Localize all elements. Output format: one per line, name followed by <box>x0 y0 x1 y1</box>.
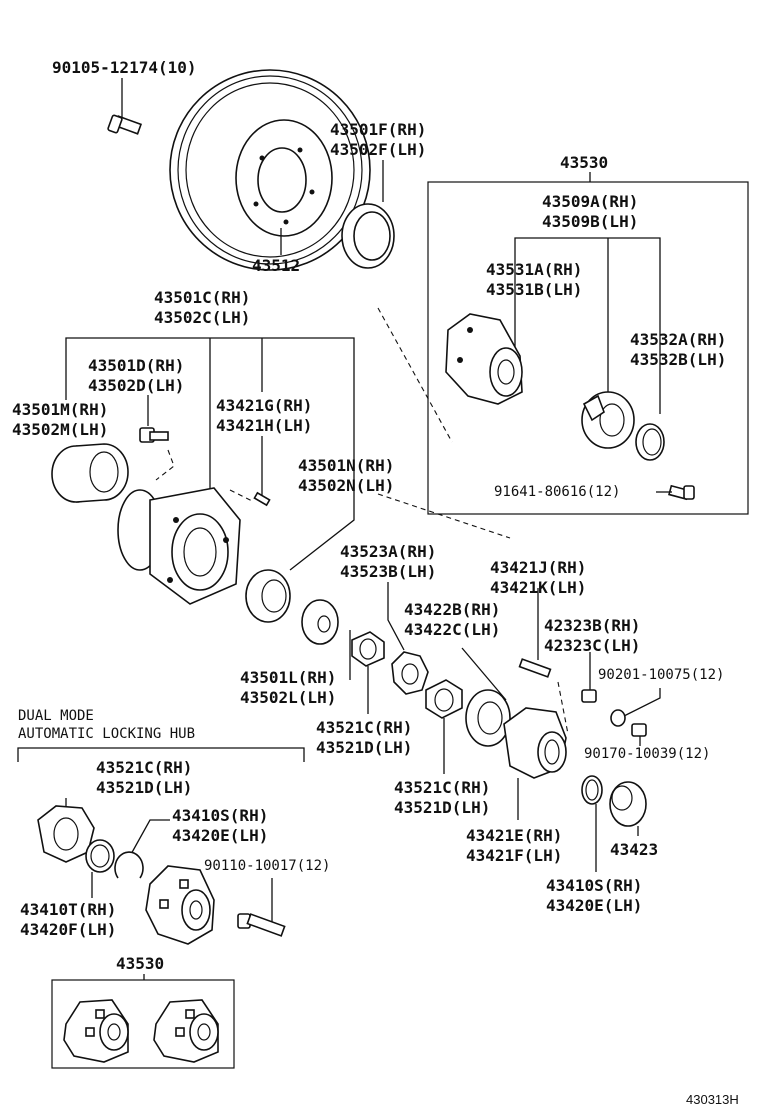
label-alh-bolt: 90110-10017(12) <box>204 858 331 874</box>
label-bearing-n-rh: 43501N(RH) <box>298 456 395 475</box>
label-hub-d-rh: 43501D(RH) <box>88 356 185 375</box>
label-stud-k-lh: 43421K(LH) <box>490 578 587 597</box>
label-washer-b-lh: 43523B(LH) <box>340 562 437 581</box>
label-hub-set-lh: 43502C(LH) <box>154 308 251 327</box>
brake-disc <box>169 69 371 271</box>
flange-stud <box>518 658 552 678</box>
label-bearing-n-lh: 43502N(LH) <box>298 476 395 495</box>
drive-flange <box>503 707 567 779</box>
flange-b <box>465 689 511 747</box>
label-kit-body-rh: 43531A(RH) <box>486 260 583 279</box>
lock-washer-l <box>301 599 339 645</box>
label-hub-set-rh: 43501C(RH) <box>154 288 251 307</box>
nut-90170 <box>631 723 647 737</box>
label-washer-l-lh: 43502L(LH) <box>240 688 337 707</box>
label-kit-hub-rh: 43509A(RH) <box>542 192 639 211</box>
label-kit-title: 43530 <box>560 153 609 172</box>
alh-kit-unit-2 <box>153 999 219 1063</box>
label-seal-rh: 43501F(RH) <box>330 120 427 139</box>
label-stud-j-rh: 43421J(RH) <box>490 558 587 577</box>
label-flange-c-lh: 43422C(LH) <box>404 620 501 639</box>
label-nut-b-rh: 42323B(RH) <box>544 616 641 635</box>
label-kit-ring-rh: 43532A(RH) <box>630 330 727 349</box>
label-alh-nut-rh: 43521C(RH) <box>96 758 193 777</box>
label-kit-bolt: 91641-80616(12) <box>494 484 621 500</box>
label-alh-ring-rh: 43410T(RH) <box>20 900 117 919</box>
alh-bolt <box>237 913 286 937</box>
alh-ring-t <box>85 839 115 873</box>
label-snap-lh: 43420E(LH) <box>546 896 643 915</box>
label-nut-90201: 90201-10075(12) <box>598 667 725 683</box>
hub-bearing-outer <box>51 443 129 503</box>
label-alh-ring-lh: 43420F(LH) <box>20 920 117 939</box>
alh-lock-nut <box>37 805 95 863</box>
label-hub-m-rh: 43501M(RH) <box>12 400 109 419</box>
label-dual-mode: DUAL MODE <box>18 708 94 724</box>
label-seal-lh: 43502F(LH) <box>330 140 427 159</box>
label-alh-snap-lh: 43420E(LH) <box>172 826 269 845</box>
label-flange-f-lh: 43421F(LH) <box>466 846 563 865</box>
kit-ring <box>635 423 665 461</box>
axle-hub <box>117 487 241 605</box>
label-kit-ring-lh: 43532B(LH) <box>630 350 727 369</box>
alh-kit-box <box>51 979 235 1069</box>
label-flange-b-rh: 43422B(RH) <box>404 600 501 619</box>
kit-gear <box>581 391 635 449</box>
hub-cap <box>609 781 647 827</box>
kit-body <box>445 313 523 405</box>
label-locknut1-lh: 43521D(LH) <box>316 738 413 757</box>
lock-nut-2 <box>425 679 463 719</box>
alh-body <box>145 865 215 945</box>
label-disc: 43512 <box>252 256 301 275</box>
label-bolt-90105: 90105-12174(10) <box>52 58 197 77</box>
hub-stud <box>229 489 271 507</box>
alh-kit-unit-1 <box>63 999 129 1063</box>
snap-ring-s <box>581 775 603 805</box>
label-cap: 43423 <box>610 840 659 859</box>
label-flange-e-rh: 43421E(RH) <box>466 826 563 845</box>
label-locknut1-rh: 43521C(RH) <box>316 718 413 737</box>
kit-bolt <box>668 484 695 501</box>
label-hub-m-lh: 43502M(LH) <box>12 420 109 439</box>
lock-washer-a <box>391 651 429 695</box>
label-automatic-locking-hub: AUTOMATIC LOCKING HUB <box>18 726 196 742</box>
label-washer-l-rh: 43501L(RH) <box>240 668 337 687</box>
label-hub-d-lh: 43502D(LH) <box>88 376 185 395</box>
label-nut-c-lh: 42323C(LH) <box>544 636 641 655</box>
oil-seal <box>341 203 395 269</box>
label-alh-kit: 43530 <box>116 954 165 973</box>
kit-box <box>427 181 749 515</box>
inner-bearing <box>245 569 291 623</box>
disc-bolt <box>107 114 143 135</box>
figure-id: 430313H <box>686 1092 739 1107</box>
lock-nut-1 <box>351 631 385 667</box>
hub-bolt <box>139 427 169 443</box>
small-nut <box>581 689 597 703</box>
label-alh-snap-rh: 43410S(RH) <box>172 806 269 825</box>
label-kit-hub-lh: 43509B(LH) <box>542 212 639 231</box>
label-washer-90170: 90170-10039(12) <box>584 746 711 762</box>
label-stud-h-lh: 43421H(LH) <box>216 416 313 435</box>
label-alh-nut-lh: 43521D(LH) <box>96 778 193 797</box>
alh-snap-ring <box>114 851 144 879</box>
label-kit-body-lh: 43531B(LH) <box>486 280 583 299</box>
label-locknut2-rh: 43521C(RH) <box>394 778 491 797</box>
label-locknut2-lh: 43521D(LH) <box>394 798 491 817</box>
label-stud-g-rh: 43421G(RH) <box>216 396 313 415</box>
washer-90170 <box>610 709 626 727</box>
label-snap-rh: 43410S(RH) <box>546 876 643 895</box>
label-washer-a-rh: 43523A(RH) <box>340 542 437 561</box>
